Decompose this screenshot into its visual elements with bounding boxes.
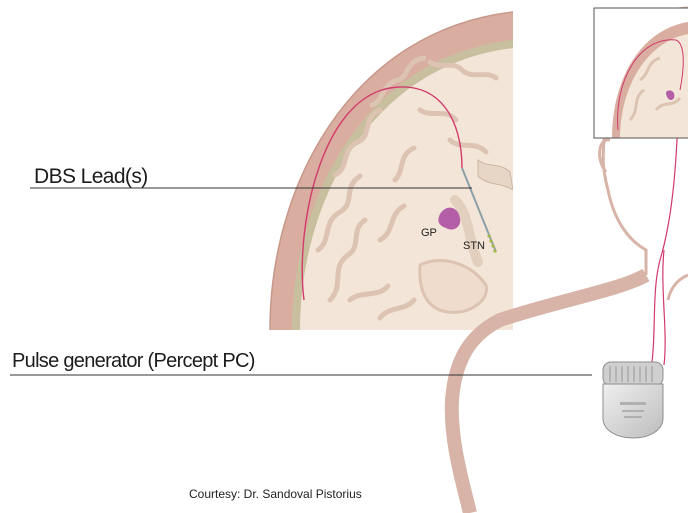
neck-inner [668, 275, 688, 300]
stn-label: STN [463, 240, 485, 252]
brain-cross-section [270, 12, 513, 330]
credit-text: Courtesy: Dr. Sandoval Pistorius [189, 487, 362, 501]
head-inset [594, 8, 688, 138]
pulse-generator-device [603, 362, 663, 438]
pulse-generator-label: Pulse generator (Percept PC) [12, 350, 255, 373]
dbs-lead-label: DBS Lead(s) [34, 165, 148, 189]
gp-label: GP [421, 227, 437, 239]
